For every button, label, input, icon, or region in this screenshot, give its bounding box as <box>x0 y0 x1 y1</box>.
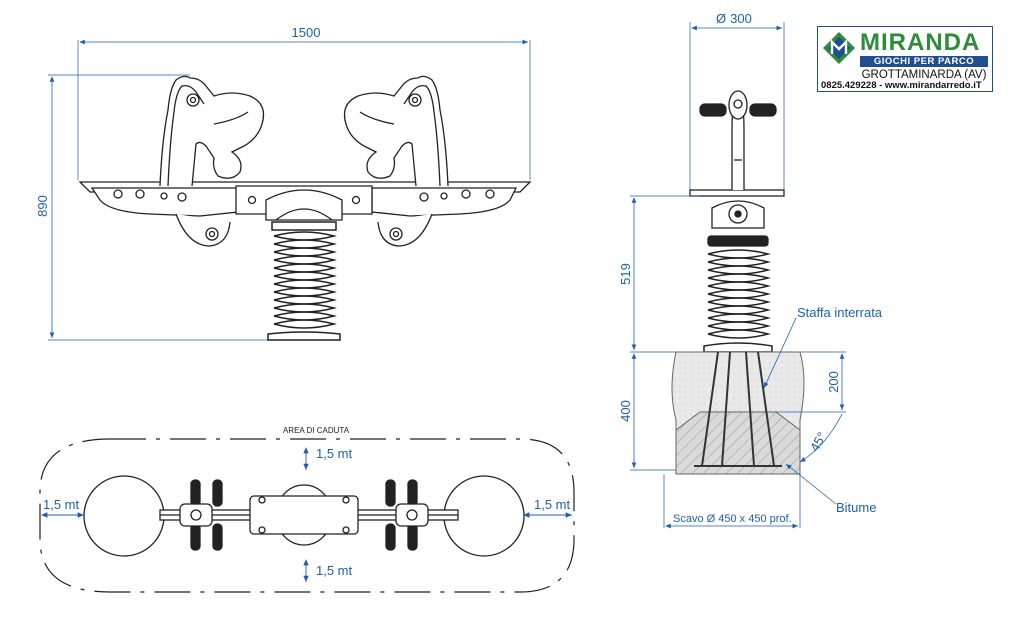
front-height-label: 890 <box>35 195 50 217</box>
clearance-bottom-label: 1,5 mt <box>316 563 353 578</box>
front-right-horse <box>343 75 449 187</box>
plan-left-seat-circle <box>83 475 165 557</box>
logo-brand: MIRANDA <box>860 29 981 56</box>
side-bracket-depth-label: 200 <box>826 371 841 393</box>
side-handle-left <box>699 103 727 117</box>
logo-contact: 0825.429228 - www.mirandarredo.iT <box>821 80 982 91</box>
fall-area-outline <box>39 438 575 593</box>
side-angle-label: 45° <box>807 429 830 454</box>
side-depth-label: 400 <box>618 400 633 422</box>
front-width-label: 1500 <box>292 25 321 40</box>
plan-left-handles <box>190 479 223 551</box>
front-left-horse <box>159 75 265 187</box>
plan-right-handles <box>385 479 418 551</box>
front-center-bracket <box>265 189 343 221</box>
front-view <box>48 39 532 341</box>
clearance-left-label: 1,5 mt <box>43 497 80 512</box>
bracket-callout-leader <box>763 317 797 389</box>
side-view <box>630 22 846 529</box>
side-angle-arc <box>799 413 843 463</box>
miranda-logo: MIRANDA GIOCHI PER PARCO GROTTAMINARDA (… <box>817 26 993 92</box>
clearance-top-label: 1,5 mt <box>316 446 353 461</box>
side-spring-height-label: 519 <box>618 263 633 285</box>
bitumen-callout-leader <box>785 463 837 505</box>
side-handle-right <box>749 103 777 117</box>
excavation-note: Scavo Ø 450 x 450 prof. <box>673 513 792 525</box>
front-spring <box>267 221 341 341</box>
side-buried-bracket <box>694 351 782 467</box>
side-seat-plate <box>689 189 785 197</box>
logo-city: GROTTAMINARDA (AV) <box>861 69 987 81</box>
clearance-right-label: 1,5 mt <box>534 497 571 512</box>
fall-area-label: AREA DI CADUTA <box>283 426 350 435</box>
bracket-callout-label: Staffa interrata <box>797 305 883 320</box>
front-main-beam <box>90 187 239 217</box>
logo-tagline: GIOCHI PER PARCO <box>860 56 988 67</box>
side-concrete-block <box>675 411 801 475</box>
side-spring <box>703 249 773 353</box>
plan-view <box>39 438 575 593</box>
bitumen-callout-label: Bitume <box>836 500 876 515</box>
miranda-logo-mark-icon <box>823 32 855 64</box>
